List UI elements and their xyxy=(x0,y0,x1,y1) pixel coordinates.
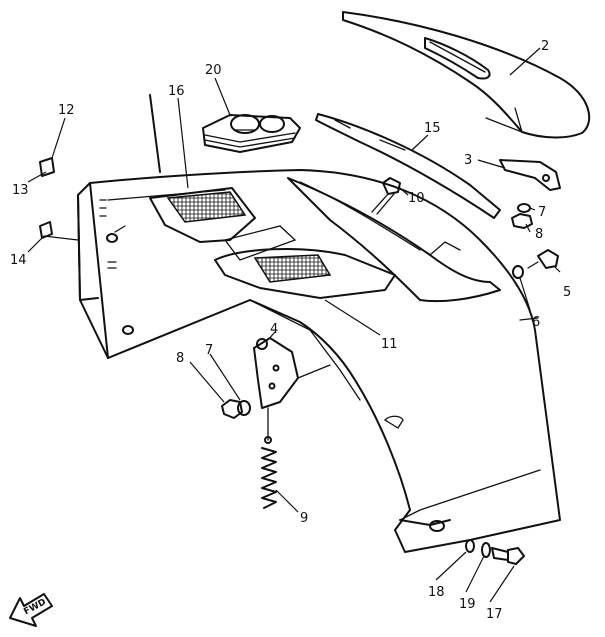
callout-18: 18 xyxy=(428,585,445,600)
callout-13: 13 xyxy=(12,183,29,198)
part-17-bolt xyxy=(491,547,525,565)
callout-11: 11 xyxy=(381,337,398,352)
part-9-spring xyxy=(261,407,277,509)
callout-20: 20 xyxy=(205,63,222,78)
callout-3: 3 xyxy=(464,153,472,168)
part-5-bolt xyxy=(527,249,559,269)
part-18-washer xyxy=(465,539,475,553)
callout-labels: 2 20 16 12 15 3 7 8 10 13 14 5 6 11 4 8 … xyxy=(10,39,571,622)
callout-8-lower: 8 xyxy=(176,351,184,366)
callout-5: 5 xyxy=(563,285,571,300)
part-4-plate-bracket xyxy=(253,337,331,409)
leader-lines xyxy=(27,47,561,603)
callout-8-upper: 8 xyxy=(535,227,543,242)
part-8-nut-upper xyxy=(511,213,533,229)
callout-17: 17 xyxy=(486,607,503,622)
part-7-washer-upper xyxy=(517,203,531,213)
part-2-rear-cover xyxy=(342,11,591,139)
part-7-washer-lower xyxy=(237,400,251,416)
fwd-arrow-icon: FWD xyxy=(9,593,53,627)
main-fender-body xyxy=(77,94,561,553)
callout-14: 14 xyxy=(10,253,27,268)
part-6-washer xyxy=(512,265,524,279)
part-3-bracket xyxy=(499,159,561,191)
callout-10: 10 xyxy=(408,191,425,206)
callout-9: 9 xyxy=(300,511,308,526)
part-19-washer xyxy=(481,542,491,558)
callout-12: 12 xyxy=(58,103,75,118)
callout-4: 4 xyxy=(270,322,278,337)
part-15-trim-strip xyxy=(315,113,501,219)
part-11-center-pad xyxy=(214,247,396,299)
callout-15: 15 xyxy=(424,121,441,136)
callout-16: 16 xyxy=(168,84,185,99)
callout-7-lower: 7 xyxy=(205,343,213,358)
callout-2: 2 xyxy=(541,39,549,54)
part-20-rubber-cap xyxy=(202,114,301,153)
part-14-clip xyxy=(39,221,53,239)
callout-19: 19 xyxy=(459,597,476,612)
callout-6: 6 xyxy=(532,315,540,330)
callout-7-upper: 7 xyxy=(538,205,546,220)
part-8-nut-lower xyxy=(221,399,243,419)
part-16-left-pad xyxy=(149,187,256,243)
part-10-bolt xyxy=(371,177,401,215)
part-12-clip xyxy=(39,157,55,177)
